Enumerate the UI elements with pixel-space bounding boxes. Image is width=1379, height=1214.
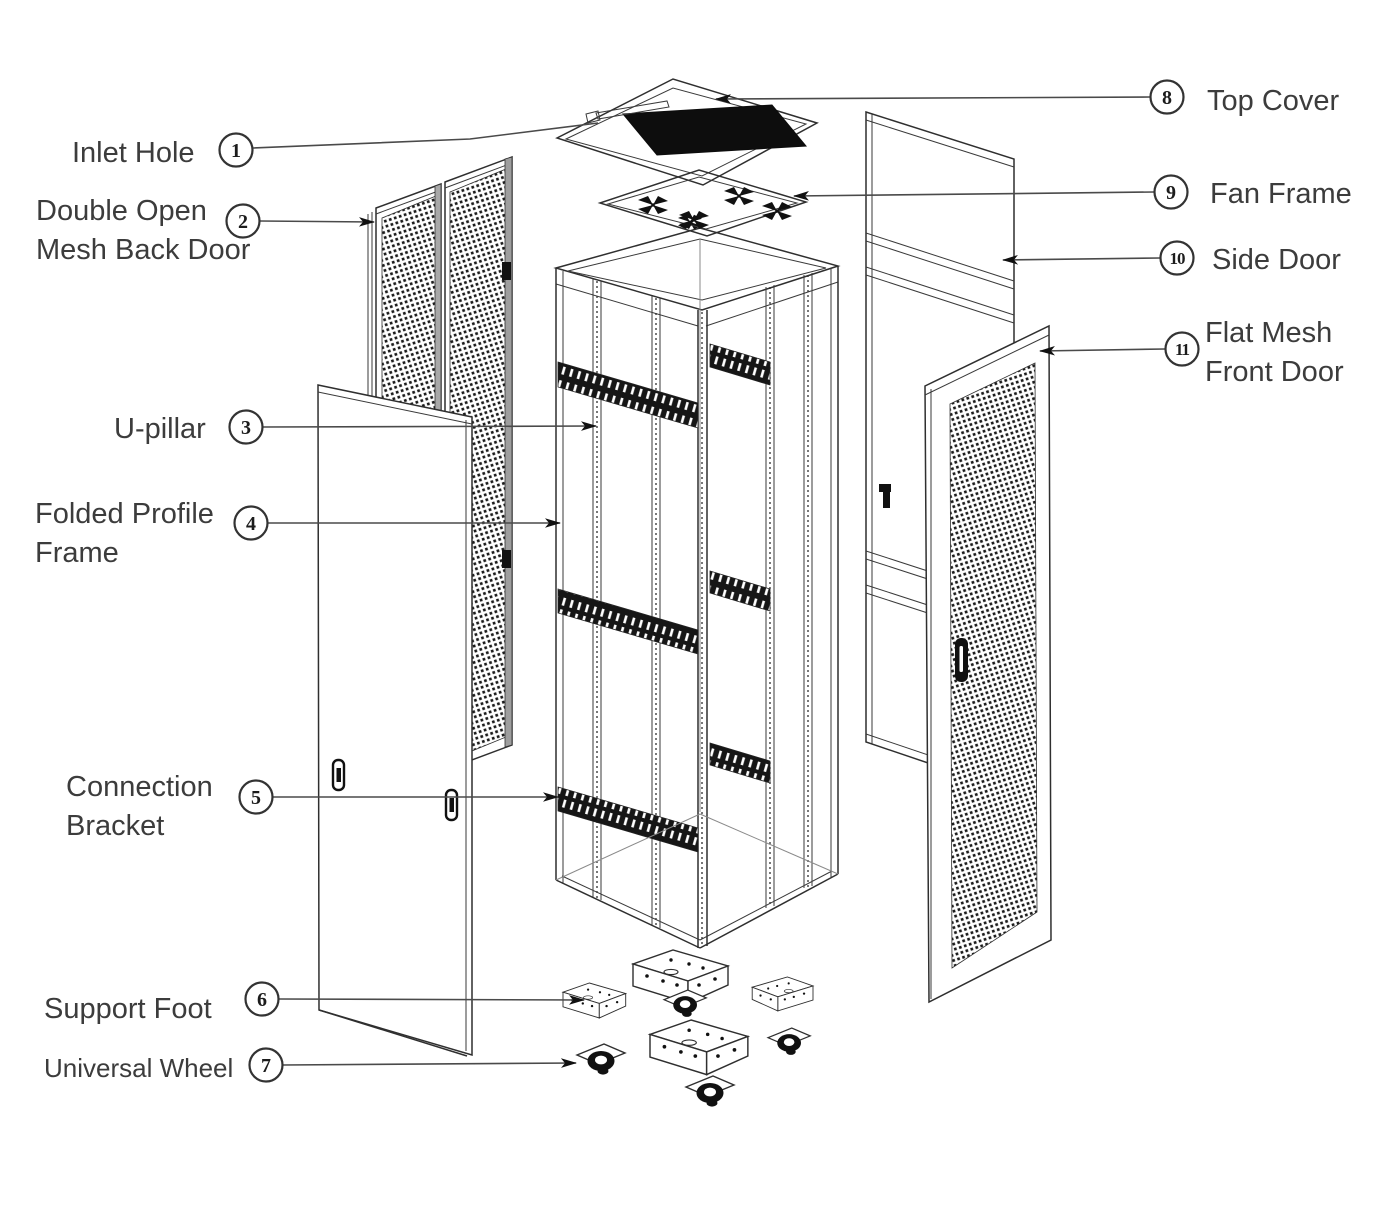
universal-wheel xyxy=(685,1075,735,1108)
callout-8 xyxy=(1149,79,1185,115)
callout-7 xyxy=(248,1047,284,1083)
label-bracket-line2: Bracket xyxy=(66,810,164,842)
callout-10 xyxy=(1159,240,1195,276)
leader-line-1 xyxy=(252,122,599,149)
fan-impeller-icon xyxy=(724,187,754,205)
label-side-door: Side Door xyxy=(1212,244,1341,276)
callout-3 xyxy=(228,409,264,445)
callout-6 xyxy=(244,981,280,1017)
flat-mesh-front-door xyxy=(924,324,1052,1004)
label-universal-wheel: Universal Wheel xyxy=(44,1053,233,1083)
leader-line-2 xyxy=(259,217,375,227)
label-support-foot: Support Foot xyxy=(44,993,212,1025)
leader-line-11 xyxy=(1039,345,1166,356)
side-panel xyxy=(317,384,473,1057)
callout-4 xyxy=(233,505,269,541)
callout-number-5: 5 xyxy=(251,787,261,809)
callout-number-3: 3 xyxy=(241,417,251,439)
leader-line-8 xyxy=(715,94,1151,104)
leader-line-9 xyxy=(793,191,1155,201)
callout-1 xyxy=(218,132,254,168)
folded-profile-frame xyxy=(553,214,841,949)
callout-number-9: 9 xyxy=(1166,182,1176,204)
callout-2 xyxy=(225,203,261,239)
door-latch xyxy=(879,484,891,508)
leader-line-7 xyxy=(282,1058,577,1068)
label-inlet-hole: Inlet Hole xyxy=(72,137,195,169)
callout-number-6: 6 xyxy=(257,989,267,1011)
callout-number-8: 8 xyxy=(1162,87,1172,109)
universal-wheel xyxy=(576,1043,626,1076)
top-cover xyxy=(555,78,819,186)
door-latch xyxy=(502,262,511,280)
callout-number-7: 7 xyxy=(261,1055,271,1077)
callout-5 xyxy=(238,779,274,815)
label-back-door-line2: Mesh Back Door xyxy=(36,234,251,266)
callout-9 xyxy=(1153,174,1189,210)
label-frame-line1: Folded Profile xyxy=(35,498,214,530)
label-front-door-line1: Flat Mesh xyxy=(1205,317,1332,349)
fan-frame xyxy=(597,169,809,237)
callout-11 xyxy=(1164,331,1200,367)
label-bracket-line1: Connection xyxy=(66,771,213,803)
callout-numbers: 1 2 3 4 5 6 7 8 9 10 11 xyxy=(231,87,1191,1077)
callout-number-10: 10 xyxy=(1170,249,1186,268)
universal-wheel xyxy=(767,1027,811,1056)
callout-number-4: 4 xyxy=(246,513,256,535)
u-pillar-rear xyxy=(765,273,813,908)
door-latch xyxy=(502,550,511,568)
part-labels: Inlet Hole Double Open Mesh Back Door U-… xyxy=(35,85,1352,1083)
support-foot xyxy=(751,976,814,1012)
callout-number-2: 2 xyxy=(238,211,248,233)
support-foot xyxy=(649,1019,749,1076)
label-top-cover: Top Cover xyxy=(1207,85,1340,117)
leader-line-6 xyxy=(278,995,585,1005)
panel-slot xyxy=(331,758,346,792)
label-fan-frame: Fan Frame xyxy=(1210,178,1352,210)
leader-line-10 xyxy=(1002,255,1161,265)
label-frame-line2: Frame xyxy=(35,537,119,569)
label-back-door-line1: Double Open xyxy=(36,195,207,227)
door-handle xyxy=(955,638,968,682)
callouts xyxy=(218,79,1200,1083)
callout-number-1: 1 xyxy=(231,140,241,162)
panel-slot xyxy=(444,788,459,822)
callout-number-11: 11 xyxy=(1175,340,1190,359)
leader-line-3 xyxy=(262,421,597,431)
label-u-pillar: U-pillar xyxy=(114,413,206,445)
inlet-hole xyxy=(585,100,670,124)
fan-impeller-icon xyxy=(762,202,792,220)
fan-impeller-icon xyxy=(638,196,668,214)
connection-bracket xyxy=(557,343,771,853)
label-front-door-line2: Front Door xyxy=(1205,356,1344,388)
leader-lines xyxy=(252,94,1166,1068)
